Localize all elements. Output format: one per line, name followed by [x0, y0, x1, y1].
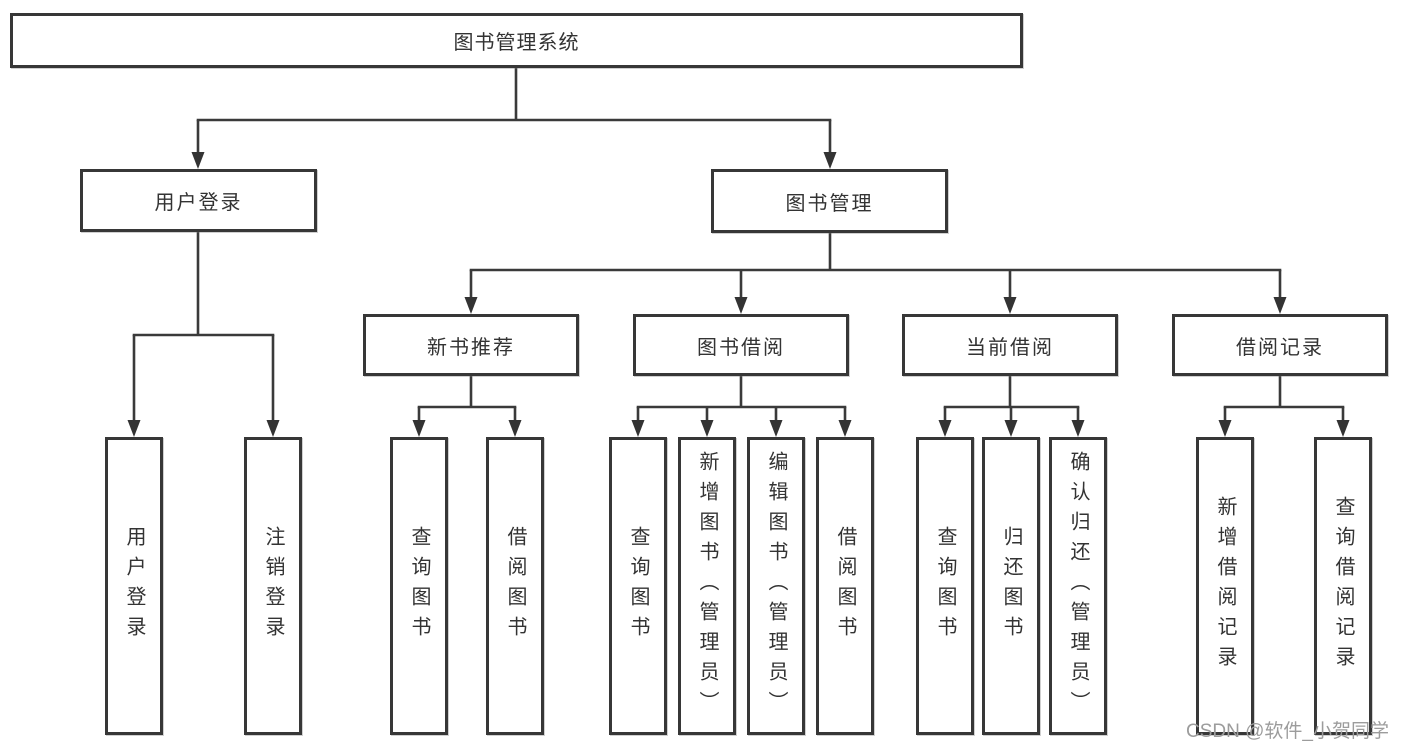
node-current-borrowing: 当前借阅	[902, 314, 1118, 376]
connector-borrow-records-to-leaves	[1218, 376, 1350, 437]
node-label: 查询图书	[408, 526, 430, 646]
node-label: 用户登录	[123, 526, 145, 646]
node-leaf-borrow-books-recommend: 借阅图书	[486, 437, 544, 735]
node-leaf-return-book: 归还图书	[982, 437, 1040, 735]
node-label: 图书管理	[785, 192, 874, 215]
node-leaf-query-borrow-record: 查询借阅记录	[1314, 437, 1372, 735]
watermark: CSDN @软件_小贺同学	[1186, 721, 1389, 742]
connector-current-borrowing-to-leaves	[938, 376, 1085, 437]
node-label: 新增图书（管理员）	[696, 451, 718, 721]
node-label: 借阅记录	[1236, 336, 1324, 359]
node-label: 新书推荐	[427, 336, 515, 359]
node-book-management: 图书管理	[711, 169, 948, 233]
node-label: 编辑图书（管理员）	[765, 451, 787, 721]
node-new-book-recommendation: 新书推荐	[363, 314, 579, 376]
node-leaf-logout: 注销登录	[244, 437, 302, 735]
node-label: 注销登录	[262, 526, 284, 646]
node-borrowing-records: 借阅记录	[1172, 314, 1388, 376]
node-leaf-add-book-admin: 新增图书（管理员）	[678, 437, 736, 735]
node-label: 查询图书	[627, 526, 649, 646]
connector-book-borrowing-to-leaves	[631, 376, 852, 437]
node-leaf-borrow-books-borrowing: 借阅图书	[816, 437, 874, 735]
node-label: 查询图书	[934, 526, 956, 646]
node-label: 借阅图书	[834, 526, 856, 646]
node-leaf-user-login: 用户登录	[105, 437, 163, 735]
node-label: 图书管理系统	[453, 32, 580, 54]
node-leaf-confirm-return-admin: 确认归还（管理员）	[1049, 437, 1107, 735]
node-leaf-query-books-current: 查询图书	[916, 437, 974, 735]
connector-user-login-to-leaves	[127, 232, 280, 437]
node-leaf-query-books-recommend: 查询图书	[390, 437, 448, 735]
connector-book-management-to-groups	[464, 233, 1287, 314]
node-label: 图书借阅	[697, 336, 785, 359]
node-label: 确认归还（管理员）	[1067, 451, 1089, 721]
connector-new-book-to-leaves	[412, 376, 522, 437]
node-book-borrowing: 图书借阅	[633, 314, 849, 376]
node-label: 归还图书	[1000, 526, 1022, 646]
node-leaf-add-borrow-record: 新增借阅记录	[1196, 437, 1254, 735]
node-library-management-system: 图书管理系统	[10, 13, 1023, 68]
node-leaf-edit-book-admin: 编辑图书（管理员）	[747, 437, 805, 735]
node-leaf-query-books-borrowing: 查询图书	[609, 437, 667, 735]
node-label: 借阅图书	[504, 526, 526, 646]
node-label: 新增借阅记录	[1214, 496, 1236, 676]
node-label: 查询借阅记录	[1332, 496, 1354, 676]
node-label: 用户登录	[154, 192, 243, 214]
node-user-login: 用户登录	[80, 169, 317, 232]
connector-root-to-level2	[191, 68, 837, 169]
node-label: 当前借阅	[966, 336, 1054, 359]
